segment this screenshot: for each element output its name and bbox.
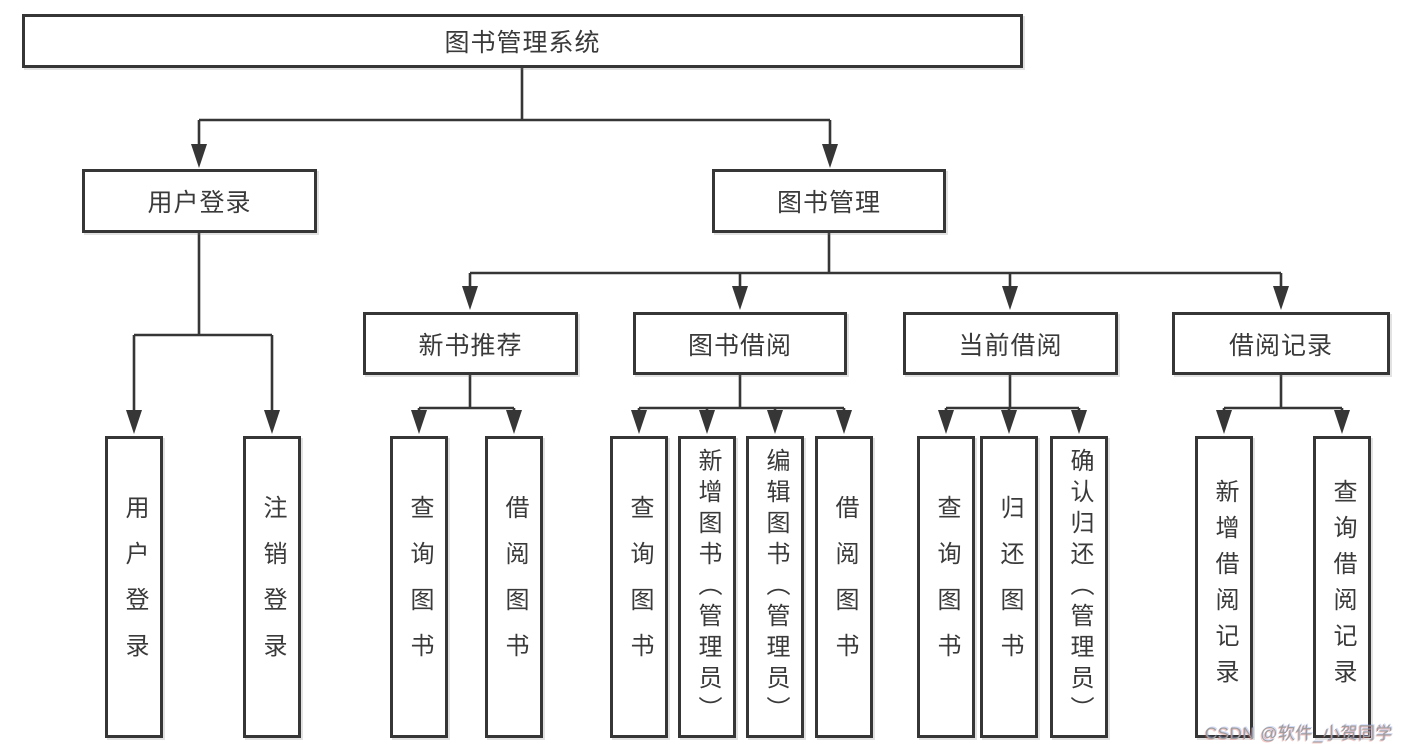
leaf-edit-books-admin: 编辑图书（管理员） <box>746 436 804 738</box>
leaf-query-books-current-label: 查询图书 <box>933 495 960 679</box>
node-new-book-recommend: 新书推荐 <box>363 312 578 375</box>
leaf-borrow-books-recommend: 借阅图书 <box>485 436 543 738</box>
leaf-return-books: 归还图书 <box>980 436 1038 738</box>
leaf-add-books-admin-label: 新增图书（管理员） <box>694 447 721 727</box>
leaf-query-books-recommend: 查询图书 <box>390 436 448 738</box>
node-borrow-records: 借阅记录 <box>1172 312 1390 375</box>
leaf-query-borrow-record-label: 查询借阅记录 <box>1329 479 1356 695</box>
node-user-login: 用户登录 <box>82 169 317 233</box>
leaf-add-borrow-record: 新增借阅记录 <box>1195 436 1253 738</box>
leaf-borrow-books: 借阅图书 <box>815 436 873 738</box>
leaf-borrow-books-label: 借阅图书 <box>831 495 858 679</box>
node-borrow-records-label: 借阅记录 <box>1228 331 1333 360</box>
leaf-user-login-label: 用户登录 <box>121 495 148 679</box>
leaf-confirm-return-admin-label: 确认归还（管理员） <box>1066 447 1093 727</box>
node-book-management-label: 图书管理 <box>776 189 881 217</box>
leaf-query-books-borrow: 查询图书 <box>610 436 668 738</box>
node-new-book-recommend-label: 新书推荐 <box>418 331 523 360</box>
leaf-add-books-admin: 新增图书（管理员） <box>678 436 736 738</box>
leaf-query-books-borrow-label: 查询图书 <box>626 495 653 679</box>
leaf-logout-label: 注销登录 <box>259 495 286 679</box>
leaf-confirm-return-admin: 确认归还（管理员） <box>1050 436 1108 738</box>
leaf-add-borrow-record-label: 新增借阅记录 <box>1211 479 1238 695</box>
node-book-borrow-label: 图书借阅 <box>687 331 792 360</box>
leaf-user-login: 用户登录 <box>105 436 163 738</box>
node-current-borrow: 当前借阅 <box>903 312 1118 375</box>
node-user-login-label: 用户登录 <box>147 189 252 217</box>
node-current-borrow-label: 当前借阅 <box>958 331 1063 360</box>
leaf-query-books-recommend-label: 查询图书 <box>406 495 433 679</box>
node-book-borrow: 图书借阅 <box>633 312 847 375</box>
leaf-edit-books-admin-label: 编辑图书（管理员） <box>762 447 789 727</box>
leaf-logout: 注销登录 <box>243 436 301 738</box>
leaf-borrow-books-recommend-label: 借阅图书 <box>501 495 528 679</box>
leaf-query-books-current: 查询图书 <box>917 436 975 738</box>
leaf-query-borrow-record: 查询借阅记录 <box>1313 436 1371 738</box>
node-root-label: 图书管理系统 <box>444 29 601 57</box>
csdn-watermark: CSDN @软件_小贺同学 <box>1204 724 1393 743</box>
node-root: 图书管理系统 <box>22 14 1023 68</box>
leaf-return-books-label: 归还图书 <box>996 495 1023 679</box>
node-book-management: 图书管理 <box>712 169 946 233</box>
